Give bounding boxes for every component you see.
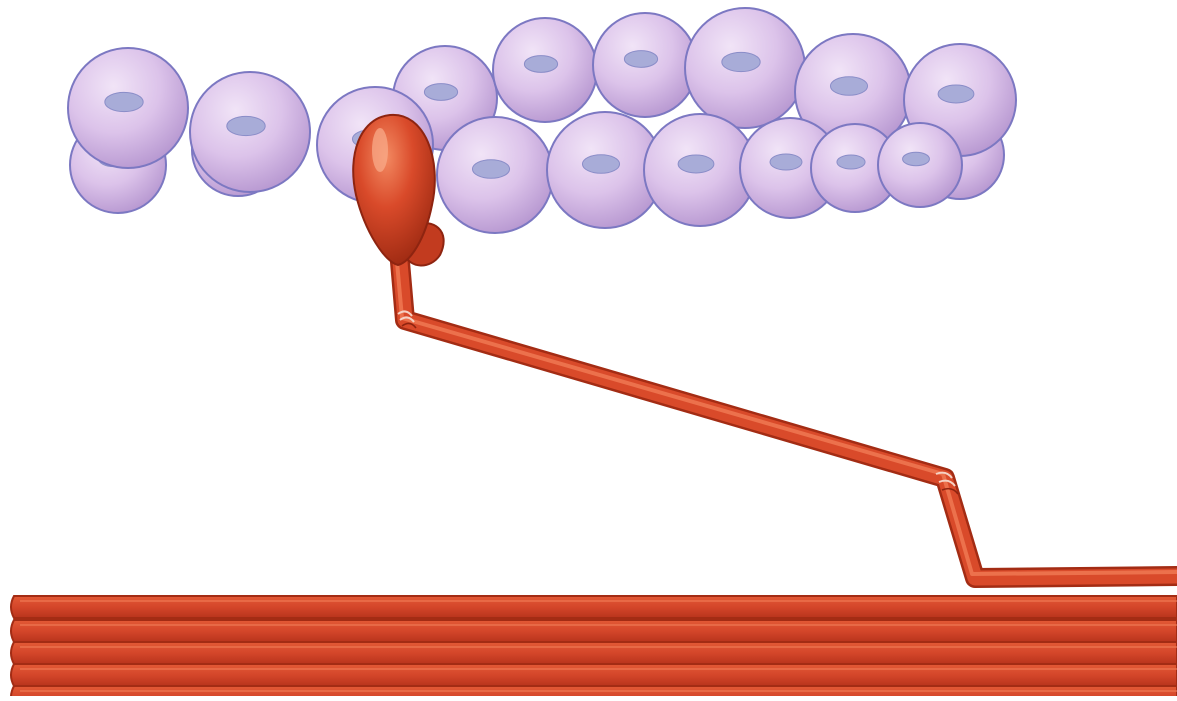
thick-filament-strand [11, 664, 1177, 686]
myosin-head-shine [372, 128, 388, 172]
actin-bead [493, 18, 597, 122]
actin-bead [68, 48, 188, 168]
thick-filament-strand [11, 596, 1177, 618]
myosin-molecule [397, 262, 1177, 578]
actin-bead [685, 8, 805, 128]
actin-bead [437, 117, 553, 233]
actin-bead [190, 72, 310, 192]
thick-filament-strand [11, 620, 1177, 642]
myosin-rod [400, 262, 1177, 578]
actin-bead [593, 13, 697, 117]
actin-bead [878, 123, 962, 207]
thick-filament-strand [11, 642, 1177, 664]
thick-filament-bundle [11, 596, 1177, 696]
myosin-rod-shadow [400, 262, 1177, 578]
myosin-rod-highlight [397, 262, 1177, 574]
